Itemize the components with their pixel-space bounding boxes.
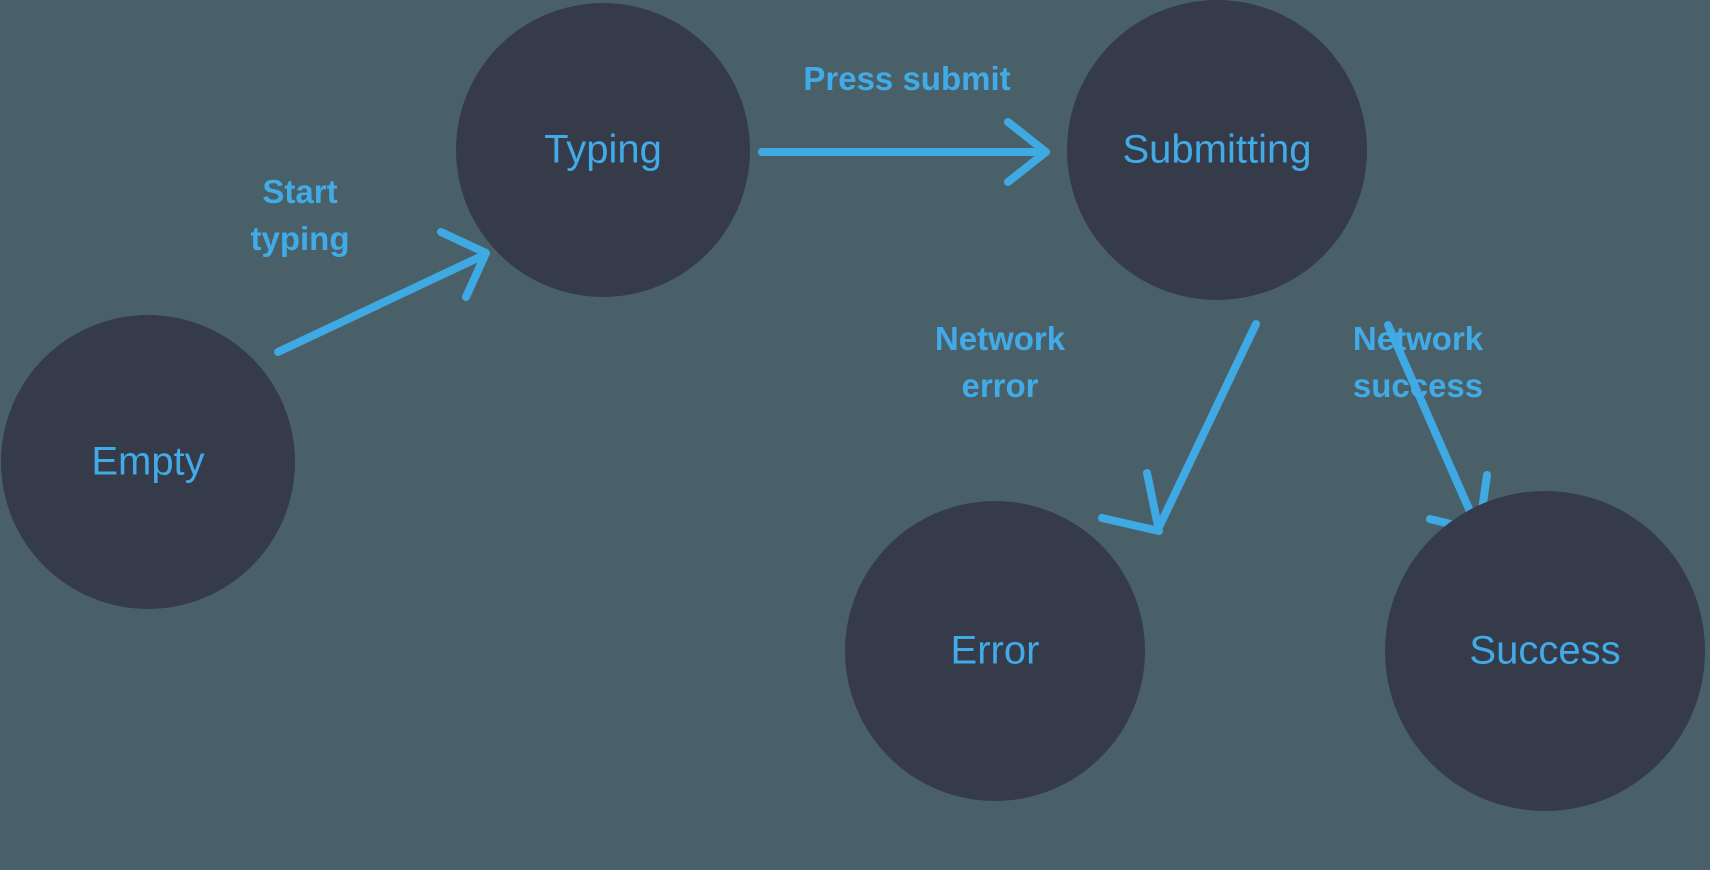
state-node-typing[interactable]: Typing (456, 3, 750, 297)
state-label-success: Success (1469, 629, 1620, 673)
state-node-submitting[interactable]: Submitting (1067, 0, 1367, 300)
edge-label-typing-to-submitting: Press submit (803, 60, 1010, 97)
state-circle-typing[interactable] (456, 3, 750, 297)
edges-layer (274, 118, 1491, 535)
edge-submitting-to-error (1098, 320, 1260, 535)
arrowhead-icon-submitting-to-error (1098, 469, 1163, 535)
arrowhead-icon-empty-to-typing (437, 228, 490, 301)
edge-line-submitting-to-error (1156, 320, 1260, 529)
edge-typing-to-submitting (758, 118, 1050, 186)
state-node-success[interactable]: Success (1385, 491, 1705, 811)
state-node-error[interactable]: Error (845, 501, 1145, 801)
state-circle-error[interactable] (845, 501, 1145, 801)
state-label-empty: Empty (91, 440, 204, 484)
state-circle-success[interactable] (1385, 491, 1705, 811)
state-node-empty[interactable]: Empty (1, 315, 295, 609)
edge-empty-to-typing (274, 228, 490, 356)
edge-line-submitting-to-success (1384, 321, 1480, 529)
state-label-submitting: Submitting (1123, 128, 1312, 172)
state-circle-empty[interactable] (1, 315, 295, 609)
edge-line-empty-to-typing (274, 251, 488, 356)
arrowhead-icon-typing-to-submitting (1004, 118, 1050, 186)
state-label-error: Error (951, 629, 1040, 673)
state-label-typing: Typing (544, 128, 662, 172)
state-circle-submitting[interactable] (1067, 0, 1367, 300)
